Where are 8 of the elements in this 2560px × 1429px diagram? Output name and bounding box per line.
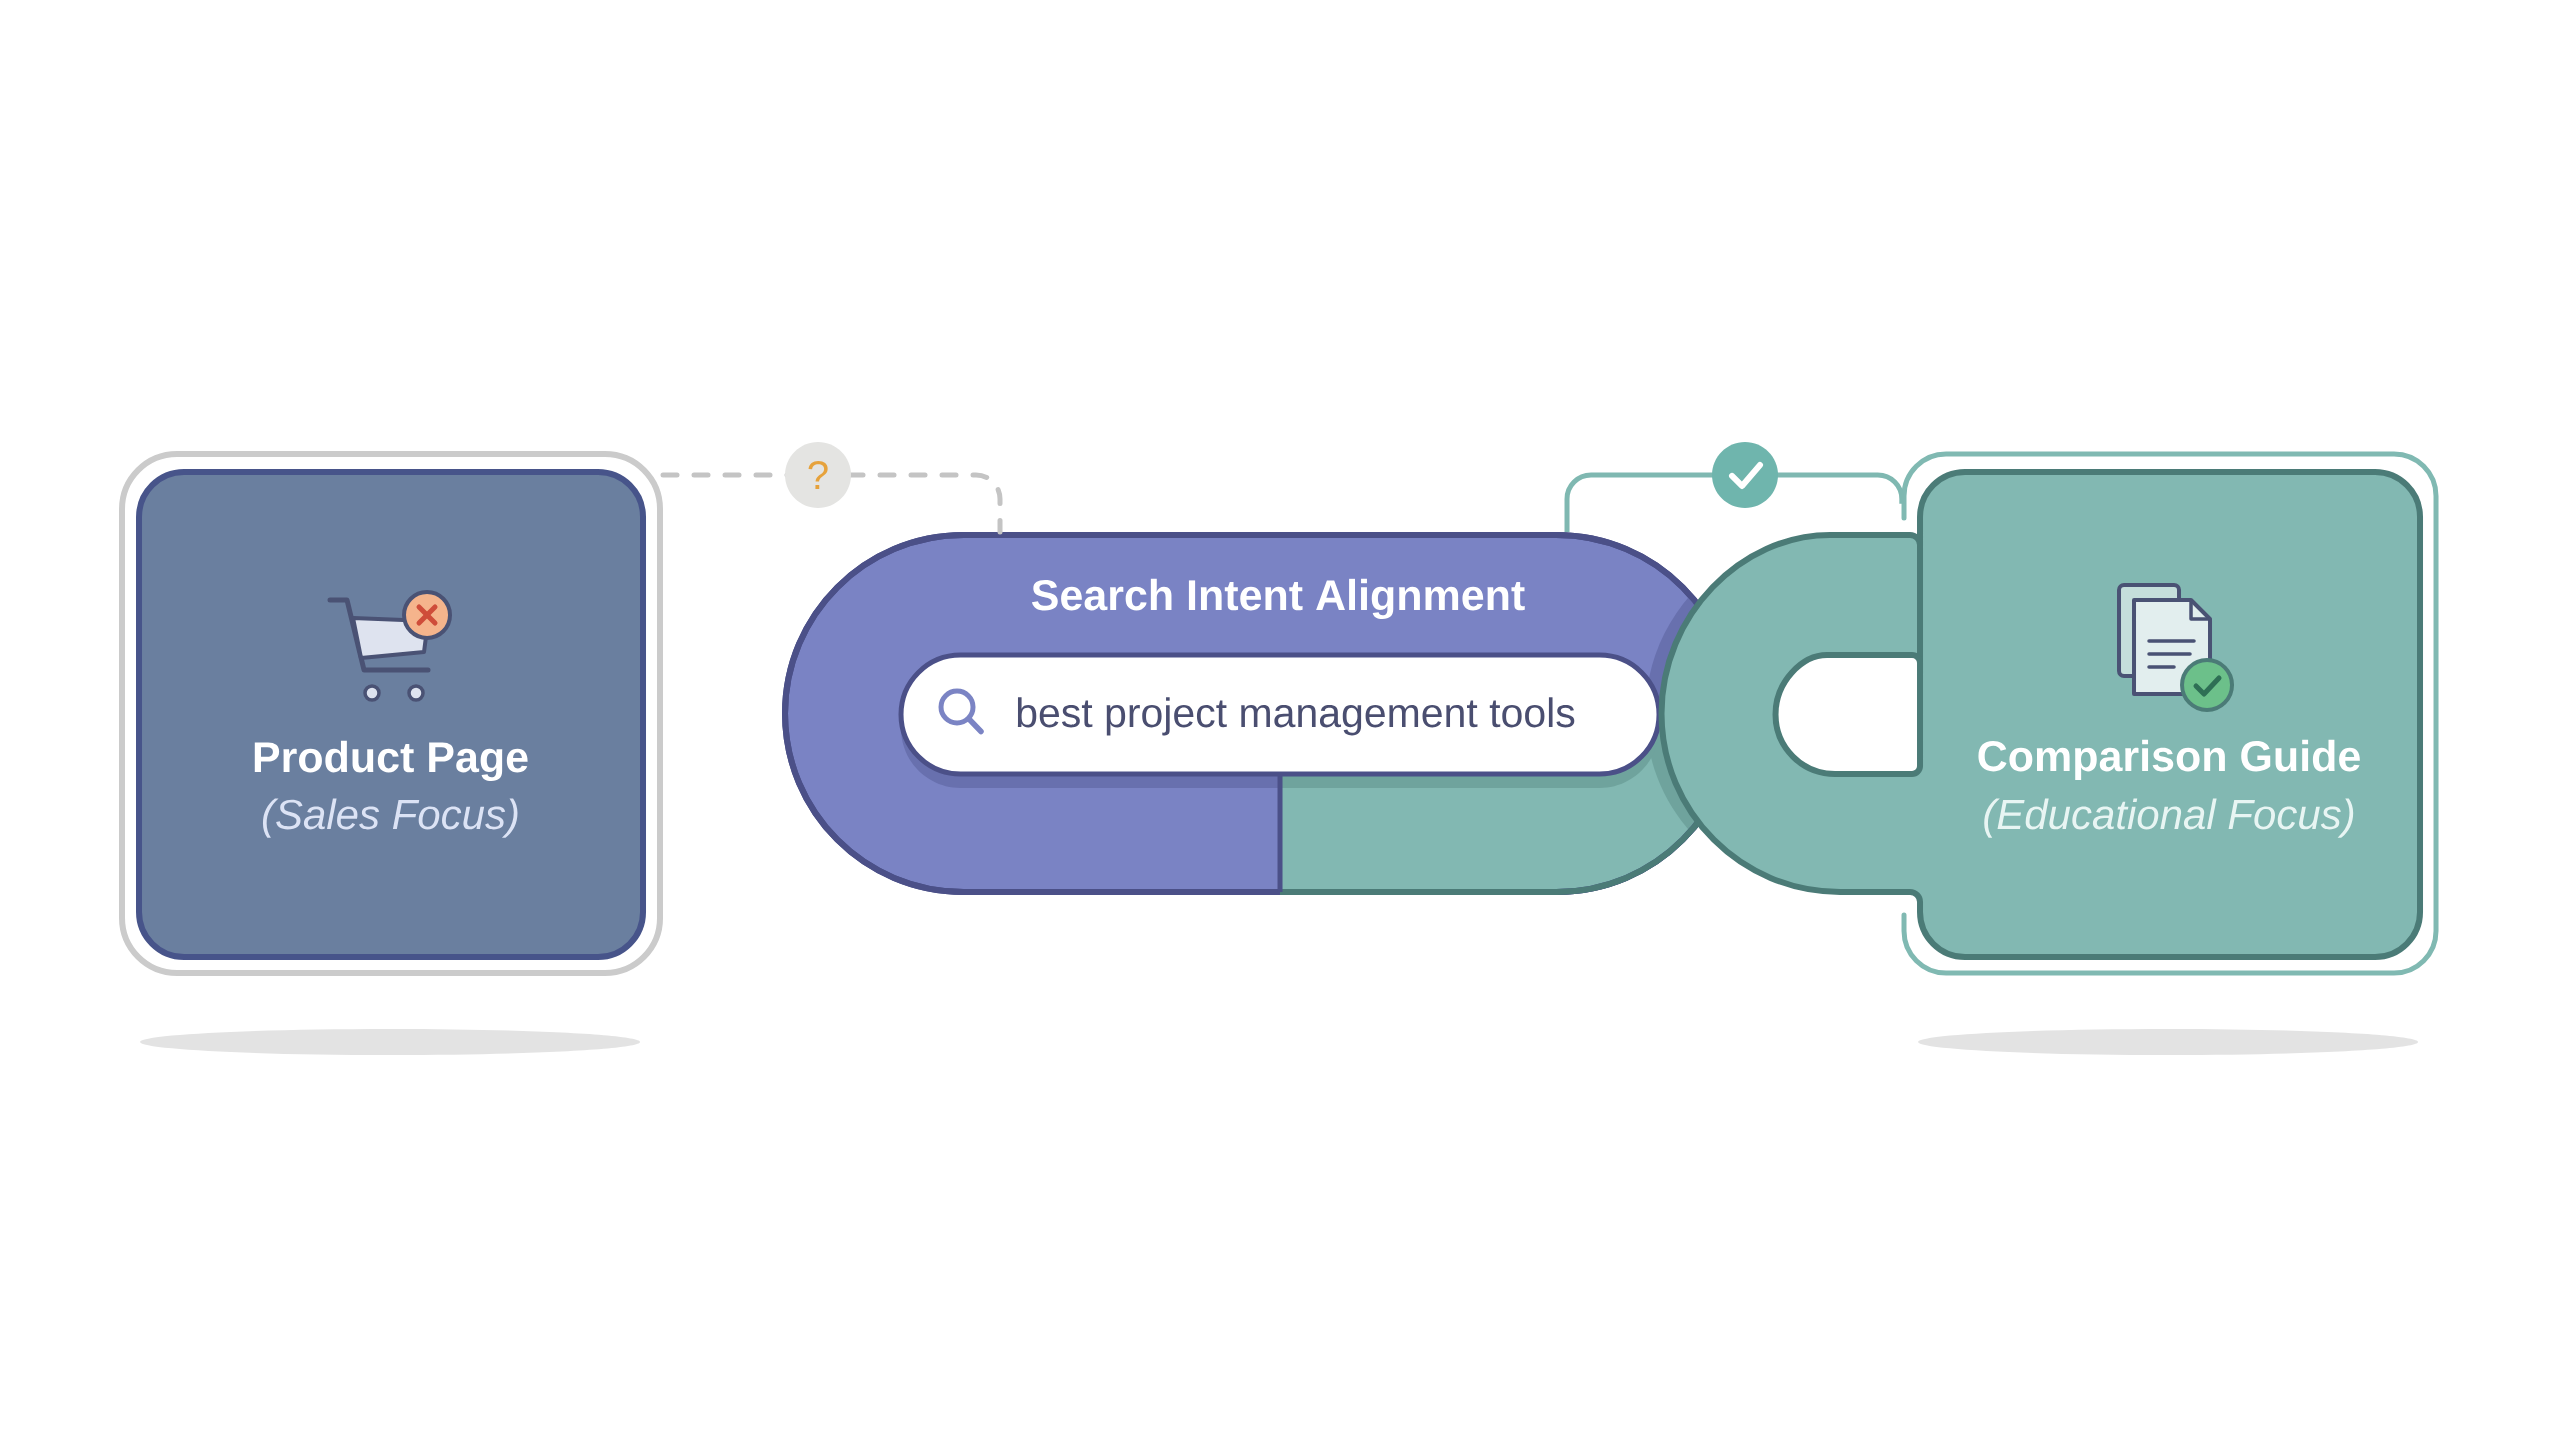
card-subtitle: (Sales Focus) (262, 798, 518, 838)
card-title: Product Page (254, 740, 528, 782)
edge-label: ? (785, 442, 851, 508)
search-query: best project management tools (1017, 697, 1575, 736)
card-title: Comparison Guide (1978, 739, 2360, 780)
link-title: Search Intent Alignment (1031, 578, 1525, 620)
card-subtitle: (Educational Focus) (1984, 798, 2354, 838)
card (119, 451, 663, 976)
